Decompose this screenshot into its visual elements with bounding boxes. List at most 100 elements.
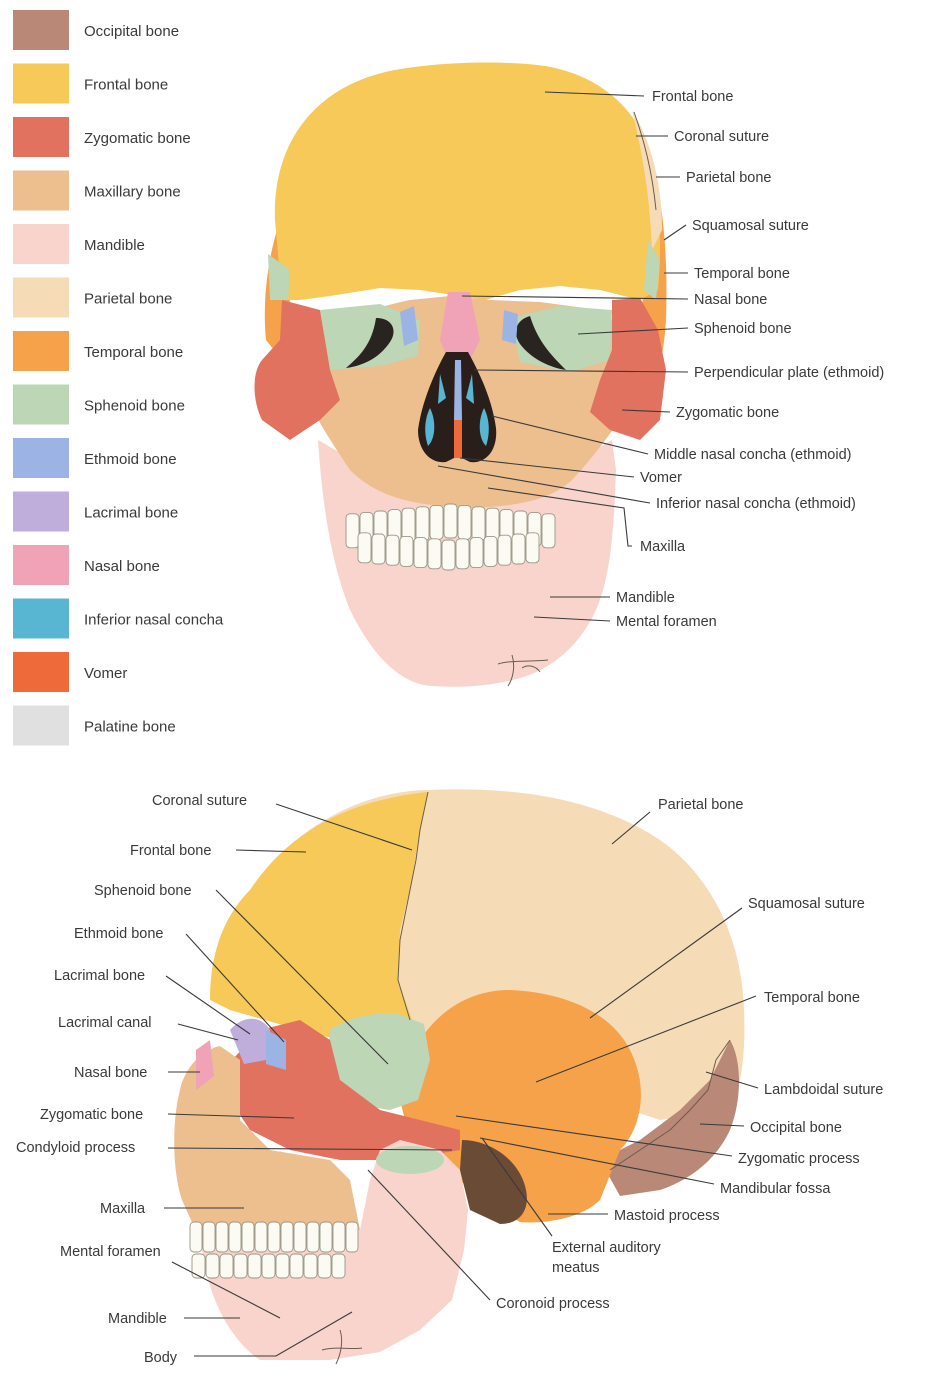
legend-label: Inferior nasal concha xyxy=(84,612,224,629)
tooth xyxy=(416,507,429,541)
legend-swatch xyxy=(13,278,69,318)
tooth xyxy=(428,539,441,569)
label-text: Mandible xyxy=(616,590,675,606)
label-text: Coronal suture xyxy=(152,793,247,809)
label-text: External auditory xyxy=(552,1240,662,1256)
front-ethmoid-right xyxy=(502,310,518,344)
front-label-squamosal-suture: Squamosal suture xyxy=(664,218,809,240)
legend-swatch xyxy=(13,64,69,104)
tooth xyxy=(242,1222,254,1252)
lateral-label-meatus: meatus xyxy=(552,1260,600,1276)
label-text: Coronal suture xyxy=(674,129,769,145)
legend-item-sphenoid-bone: Sphenoid bone xyxy=(13,385,185,425)
tooth xyxy=(190,1222,202,1252)
legend-label: Parietal bone xyxy=(84,291,172,308)
label-text: Body xyxy=(144,1350,178,1366)
label-text: meatus xyxy=(552,1260,600,1276)
tooth xyxy=(203,1222,215,1252)
legend-swatch xyxy=(13,545,69,585)
tooth xyxy=(255,1222,267,1252)
legend-label: Palatine bone xyxy=(84,719,176,736)
label-text: Condyloid process xyxy=(16,1140,135,1156)
legend-swatch xyxy=(13,10,69,50)
tooth xyxy=(484,536,497,566)
legend-label: Temporal bone xyxy=(84,344,183,361)
legend-swatch xyxy=(13,385,69,425)
legend-item-vomer: Vomer xyxy=(13,652,127,692)
legend-label: Sphenoid bone xyxy=(84,398,185,415)
tooth xyxy=(276,1254,289,1278)
legend-item-nasal-bone: Nasal bone xyxy=(13,545,160,585)
tooth xyxy=(307,1222,319,1252)
label-text: Maxilla xyxy=(100,1201,146,1217)
legend-item-maxillary-bone: Maxillary bone xyxy=(13,171,181,211)
label-text: Coronoid process xyxy=(496,1296,610,1312)
tooth xyxy=(281,1222,293,1252)
legend-swatch xyxy=(13,224,69,264)
lateral-label-mandible: Mandible xyxy=(108,1311,240,1327)
label-text: Sphenoid bone xyxy=(94,883,192,899)
legend-swatch xyxy=(13,171,69,211)
tooth xyxy=(472,507,485,541)
tooth xyxy=(346,1222,358,1252)
lateral-upper-teeth xyxy=(190,1222,358,1252)
legend-swatch xyxy=(13,117,69,157)
legend-swatch xyxy=(13,492,69,532)
label-text: Lambdoidal suture xyxy=(764,1082,883,1098)
front-label-temporal-bone: Temporal bone xyxy=(664,266,790,282)
tooth xyxy=(262,1254,275,1278)
label-text: Frontal bone xyxy=(652,89,733,105)
label-text: Mental foramen xyxy=(616,614,717,630)
tooth xyxy=(318,1254,331,1278)
label-text: Parietal bone xyxy=(686,170,771,186)
label-text: Parietal bone xyxy=(658,797,743,813)
legend-swatch xyxy=(13,599,69,639)
label-text: Perpendicular plate (ethmoid) xyxy=(694,365,884,381)
label-text: Sphenoid bone xyxy=(694,321,792,337)
lateral-frontal-shape xyxy=(210,792,428,1040)
front-label-parietal-bone: Parietal bone xyxy=(656,170,771,186)
label-text: Lacrimal bone xyxy=(54,968,145,984)
tooth xyxy=(216,1222,228,1252)
front-label-coronal-suture: Coronal suture xyxy=(636,129,769,145)
legend-label: Zygomatic bone xyxy=(84,130,191,147)
color-legend: Occipital boneFrontal boneZygomatic bone… xyxy=(13,10,224,746)
legend-swatch xyxy=(13,438,69,478)
front-vomer xyxy=(454,420,462,458)
legend-swatch xyxy=(13,652,69,692)
legend-label: Lacrimal bone xyxy=(84,505,178,522)
tooth xyxy=(206,1254,219,1278)
tooth xyxy=(346,514,359,548)
label-text: Middle nasal concha (ethmoid) xyxy=(654,447,851,463)
legend-item-lacrimal-bone: Lacrimal bone xyxy=(13,492,178,532)
tooth xyxy=(542,514,555,548)
label-text: Zygomatic bone xyxy=(676,405,779,421)
label-text: Mandibular fossa xyxy=(720,1181,831,1197)
tooth xyxy=(512,534,525,564)
lateral-skull-illustration xyxy=(174,789,744,1364)
label-text: Inferior nasal concha (ethmoid) xyxy=(656,496,856,512)
label-text: Mental foramen xyxy=(60,1244,161,1260)
tooth xyxy=(220,1254,233,1278)
tooth xyxy=(229,1222,241,1252)
tooth xyxy=(442,540,455,570)
label-text: Squamosal suture xyxy=(692,218,809,234)
legend-item-temporal-bone: Temporal bone xyxy=(13,331,183,371)
legend-label: Ethmoid bone xyxy=(84,451,177,468)
label-text: Occipital bone xyxy=(750,1120,842,1136)
tooth xyxy=(192,1254,205,1278)
lateral-label-nasal-bone: Nasal bone xyxy=(74,1065,200,1081)
label-text: Temporal bone xyxy=(764,990,860,1006)
tooth xyxy=(526,533,539,563)
lateral-label-lacrimal-canal: Lacrimal canal xyxy=(58,1015,238,1040)
legend-label: Maxillary bone xyxy=(84,184,181,201)
tooth xyxy=(430,505,443,539)
tooth xyxy=(498,535,511,565)
legend-item-zygomatic-bone: Zygomatic bone xyxy=(13,117,191,157)
label-text: Nasal bone xyxy=(694,292,767,308)
front-frontal-shape xyxy=(275,63,660,300)
tooth xyxy=(470,538,483,568)
legend-label: Vomer xyxy=(84,665,127,682)
tooth xyxy=(294,1222,306,1252)
